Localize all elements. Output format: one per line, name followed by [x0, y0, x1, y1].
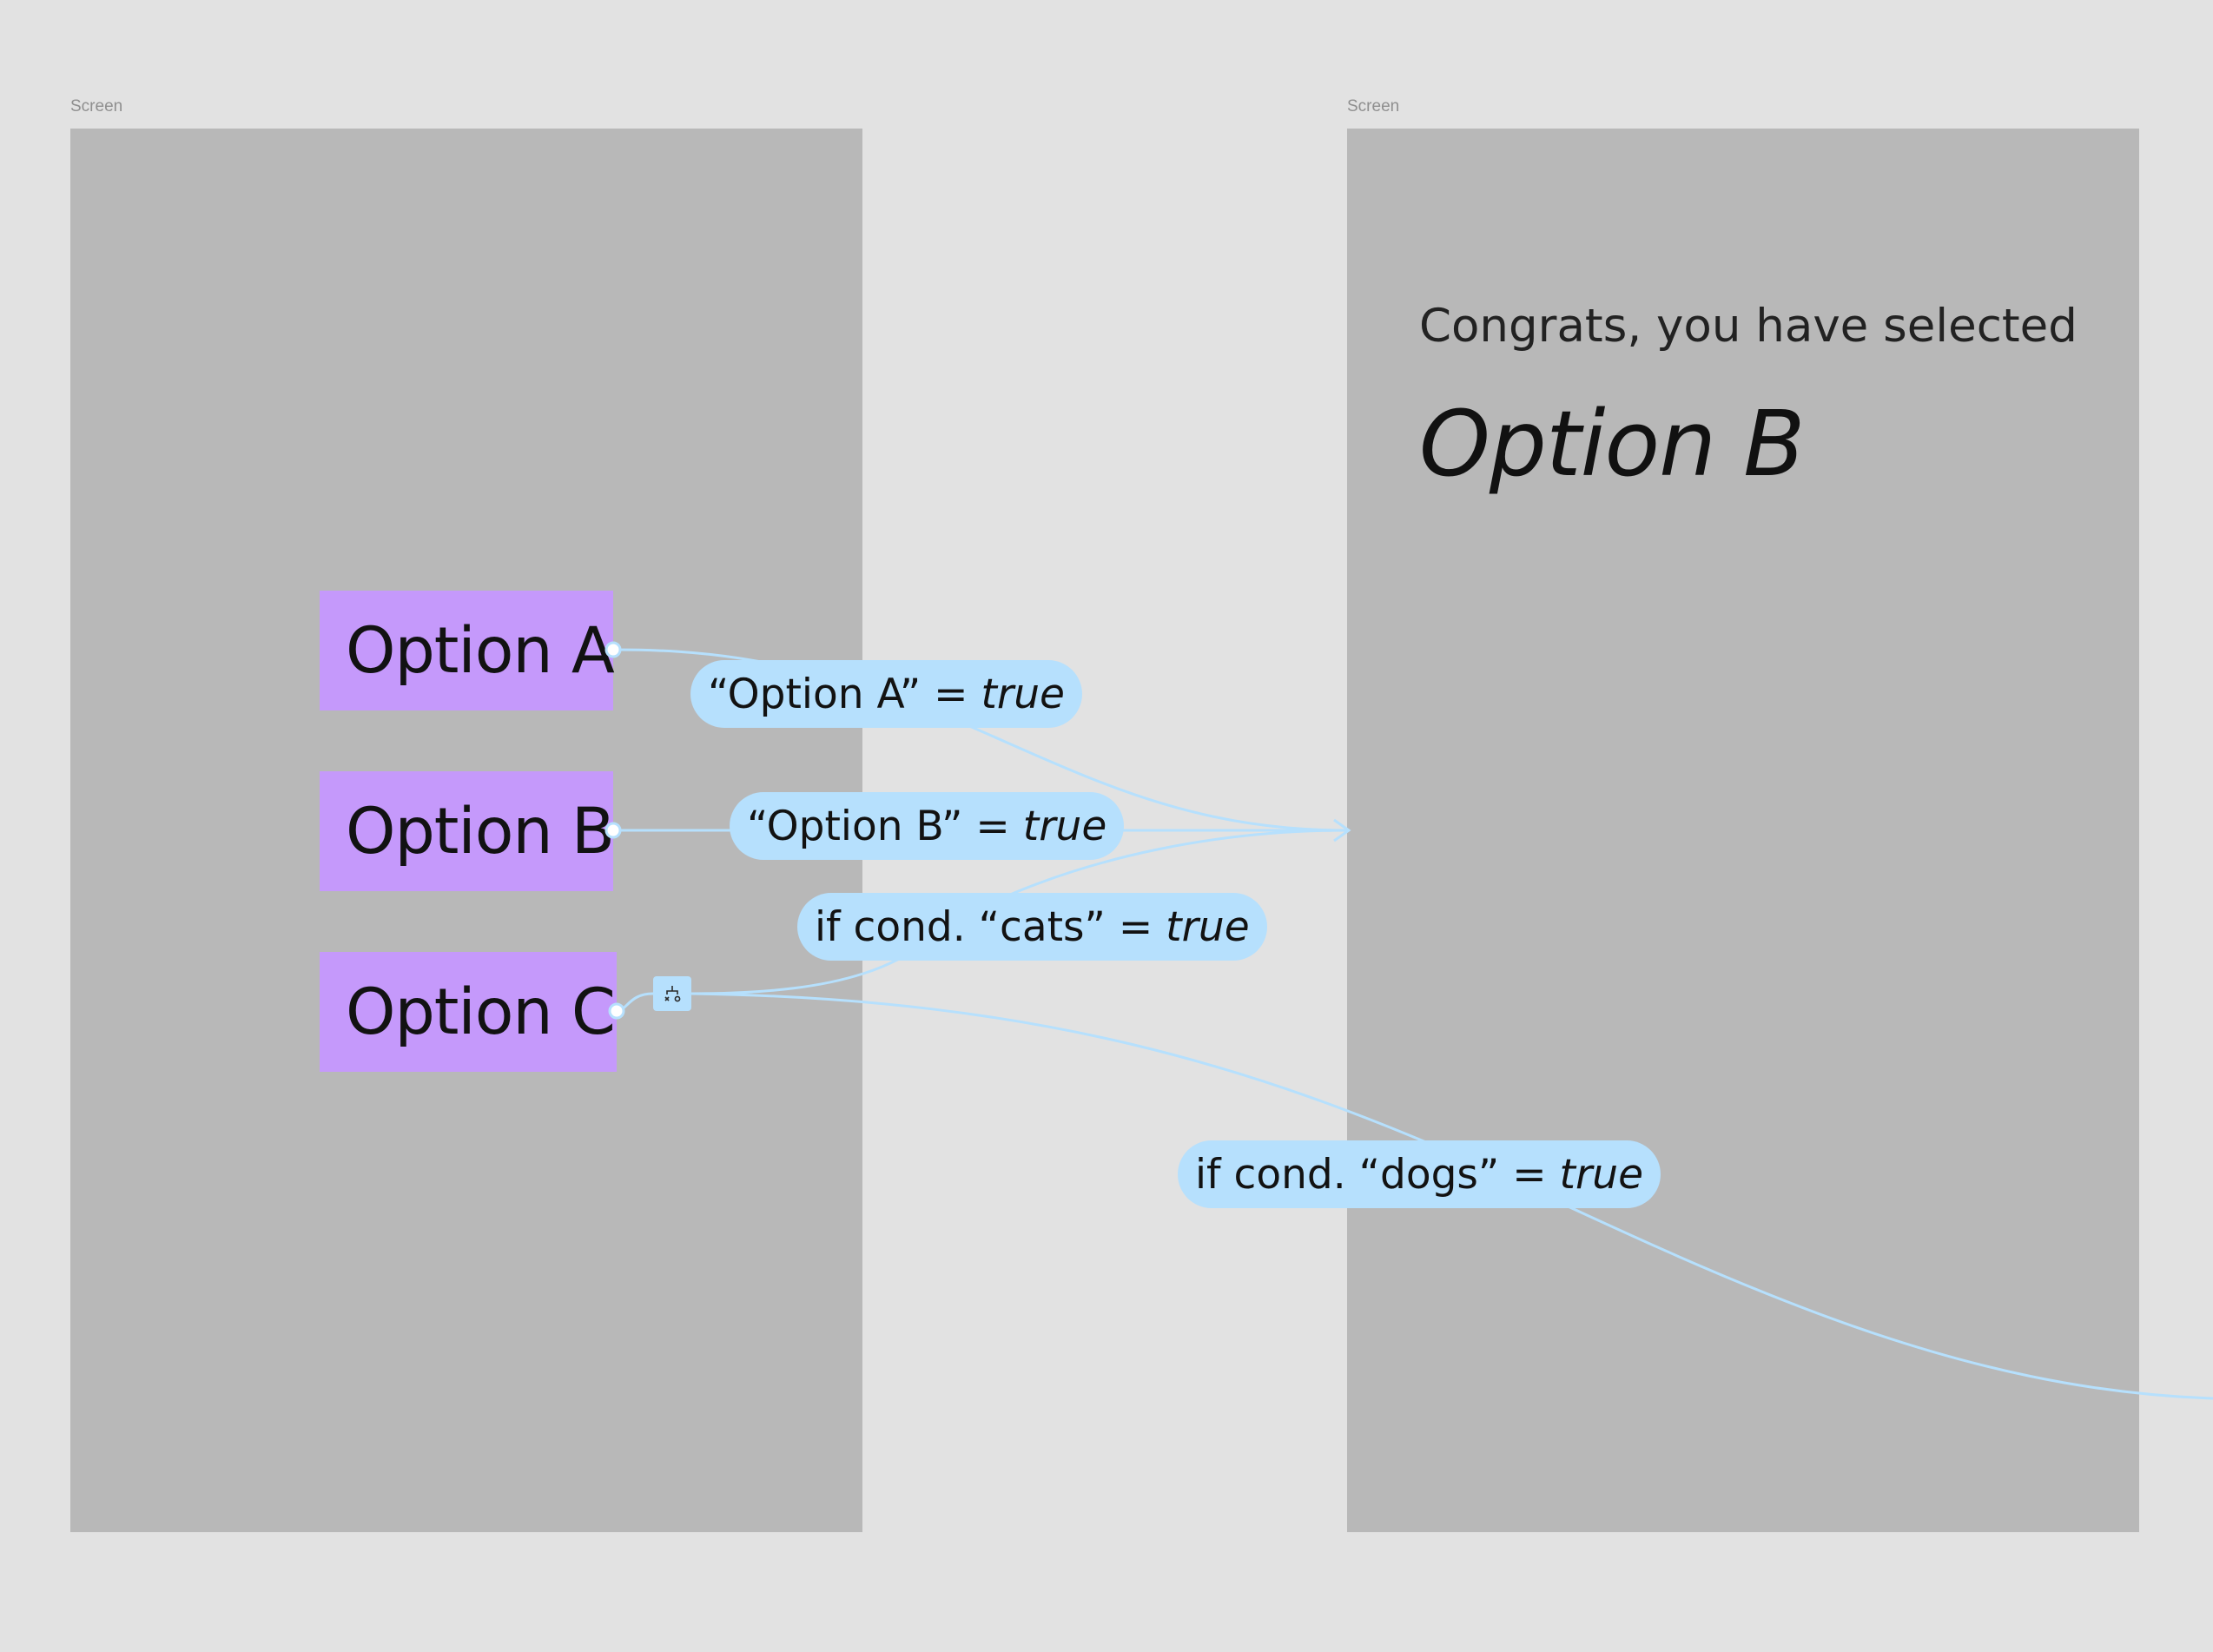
pill-condition: if cond. “dogs” = — [1195, 1150, 1547, 1199]
connection-pill-option-b[interactable]: “Option B” = true — [730, 792, 1125, 860]
pill-condition: if cond. “cats” = — [815, 902, 1153, 951]
option-a-button[interactable]: Option A — [320, 591, 615, 710]
pill-value: true — [1022, 802, 1107, 850]
pill-value: true — [1166, 902, 1250, 951]
frame-label-left[interactable]: Screen — [70, 97, 123, 116]
pill-value: true — [1559, 1150, 1643, 1199]
pill-condition: “Option B” = — [747, 802, 1010, 850]
connection-pill-cats[interactable]: if cond. “cats” = true — [797, 893, 1267, 961]
handle-option-a — [604, 641, 622, 658]
conditional-branch-node[interactable] — [653, 976, 691, 1011]
connection-pill-dogs[interactable]: if cond. “dogs” = true — [1178, 1140, 1661, 1208]
option-b-button[interactable]: Option B — [320, 771, 615, 891]
pill-condition: “Option A” = — [708, 670, 968, 718]
connection-pill-option-a[interactable]: “Option A” = true — [690, 660, 1082, 728]
connector-arrowhead — [1333, 818, 1351, 843]
selected-option-text: Option B — [1419, 391, 1805, 497]
option-c-button[interactable]: Option C — [320, 952, 617, 1072]
pill-value: true — [981, 670, 1065, 718]
frame-label-right[interactable]: Screen — [1347, 97, 1400, 116]
handle-option-c — [608, 1002, 625, 1020]
handle-option-b — [604, 822, 622, 839]
conditional-branch-icon — [664, 986, 681, 1002]
screen-frame-right[interactable] — [1347, 129, 2139, 1532]
congrats-text: Congrats, you have selected — [1419, 300, 2078, 353]
